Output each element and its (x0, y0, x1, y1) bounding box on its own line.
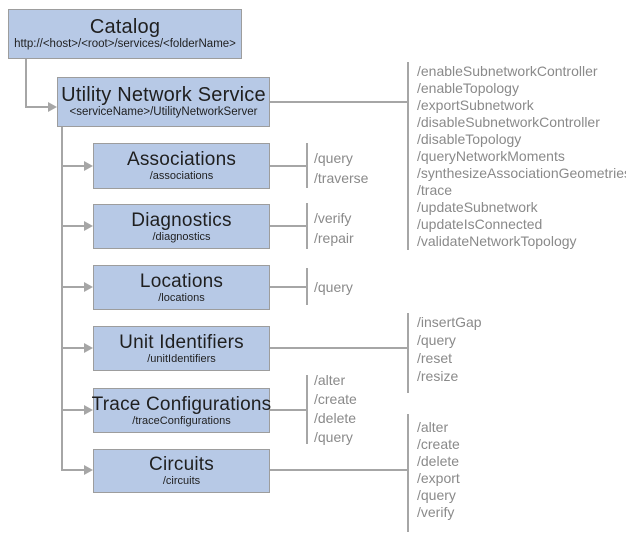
ops-list-associations: /query/traverse (314, 148, 368, 188)
operation-label: /alter (314, 372, 346, 388)
connector-service-ops (270, 101, 408, 103)
operation-label: /resize (417, 368, 459, 384)
node-subtitle: <serviceName>/UtilityNetworkServer (69, 106, 258, 118)
operation-label: /insertGap (417, 314, 482, 330)
connector-catalog-drop (25, 59, 27, 108)
arrowhead-icon (84, 221, 93, 231)
node-utility-network-service: Utility Network Service <serviceName>/Ut… (57, 77, 270, 127)
operation-label: /updateSubnetwork (417, 199, 538, 215)
operation-label: /query (417, 487, 456, 503)
node-trace-configurations: Trace Configurations /traceConfiguration… (91, 388, 272, 433)
node-subtitle: /diagnostics (152, 230, 211, 243)
node-subtitle: /unitIdentifiers (147, 352, 216, 365)
ops-rail-associations (306, 143, 308, 188)
connector-trace-configurations-ops (270, 409, 307, 411)
ops-rail-circuits (407, 414, 409, 532)
ops-rail-service (407, 62, 409, 250)
operation-label: /query (417, 332, 456, 348)
operation-label: /verify (417, 504, 455, 520)
operation-label: /create (314, 391, 357, 407)
node-title: Associations (126, 149, 237, 170)
connector-associations-ops (270, 165, 307, 167)
operation-label: /disableTopology (417, 131, 522, 147)
connector-branch-locations (61, 286, 86, 288)
ops-list-trace-configurations: /alter/create/delete/query (314, 371, 357, 447)
node-subtitle: /associations (149, 170, 214, 182)
ops-rail-diagnostics (306, 203, 308, 249)
operation-label: /create (417, 436, 460, 452)
operation-label: /delete (417, 453, 460, 469)
connector-branch-associations (61, 165, 86, 167)
node-title: Trace Configurations (91, 393, 272, 415)
arrowhead-icon (84, 282, 93, 292)
operation-label: /alter (417, 419, 449, 435)
connector-branch-unit-identifiers (61, 347, 86, 349)
operation-label: /reset (417, 350, 453, 366)
operation-label: /repair (314, 230, 354, 246)
operation-label: /query (314, 150, 353, 166)
node-diagnostics: Diagnostics /diagnostics (93, 204, 270, 249)
ops-rail-trace-configurations (306, 375, 308, 444)
node-circuits: Circuits /circuits (93, 449, 270, 493)
node-subtitle: /traceConfigurations (132, 414, 231, 427)
operation-label: /updateIsConnected (417, 216, 543, 232)
connector-catalog-to-service (25, 106, 49, 108)
arrowhead-icon (84, 343, 93, 353)
connector-unit-identifiers-ops (270, 347, 408, 349)
ops-rail-locations (306, 268, 308, 305)
node-title: Circuits (149, 454, 214, 475)
operation-label: /validateNetworkTopology (417, 233, 577, 249)
operation-label: /enableSubnetworkController (417, 63, 598, 79)
arrowhead-icon (84, 405, 93, 415)
operation-label: /traverse (314, 170, 369, 186)
operation-label: /disableSubnetworkController (417, 114, 600, 130)
connector-diagnostics-ops (270, 225, 307, 227)
node-title: Utility Network Service (61, 84, 266, 106)
arrowhead-icon (84, 161, 93, 171)
ops-list-circuits: /alter/create/delete/export/query/verify (417, 419, 460, 521)
arrowhead-icon (48, 102, 57, 112)
arrowhead-icon (84, 465, 93, 475)
ops-list-service: /enableSubnetworkController/enableTopolo… (417, 63, 626, 250)
operation-label: /queryNetworkMoments (417, 148, 565, 164)
operation-label: /query (314, 279, 353, 295)
connector-service-trunk (61, 127, 63, 471)
node-subtitle: /circuits (162, 475, 201, 487)
node-locations: Locations /locations (93, 265, 270, 310)
node-subtitle: /locations (158, 291, 205, 304)
ops-list-unit-identifiers: /insertGap/query/reset/resize (417, 313, 482, 385)
ops-list-diagnostics: /verify/repair (314, 208, 354, 248)
operation-label: /trace (417, 182, 453, 198)
ops-list-locations: /query (314, 277, 353, 297)
node-title: Diagnostics (131, 209, 232, 231)
ops-rail-unit-identifiers (407, 313, 409, 393)
connector-circuits-ops (270, 469, 408, 471)
operation-label: /export (417, 470, 460, 486)
operation-label: /query (314, 429, 353, 445)
operation-label: /enableTopology (417, 80, 519, 96)
node-title: Unit Identifiers (119, 331, 244, 353)
node-catalog: Catalog http://<host>/<root>/services/<f… (8, 9, 242, 59)
operation-label: /verify (314, 210, 352, 226)
node-unit-identifiers: Unit Identifiers /unitIdentifiers (93, 326, 270, 371)
node-subtitle: http://<host>/<root>/services/<folderNam… (14, 38, 236, 50)
connector-locations-ops (270, 286, 307, 288)
operation-label: /exportSubnetwork (417, 97, 534, 113)
connector-branch-circuits (61, 469, 86, 471)
node-title: Locations (139, 270, 224, 292)
connector-branch-diagnostics (61, 225, 86, 227)
node-title: Catalog (89, 16, 161, 38)
operation-label: /synthesizeAssociationGeometries (417, 165, 626, 181)
node-associations: Associations /associations (93, 143, 270, 189)
connector-branch-trace-configurations (61, 409, 86, 411)
operation-label: /delete (314, 410, 357, 426)
